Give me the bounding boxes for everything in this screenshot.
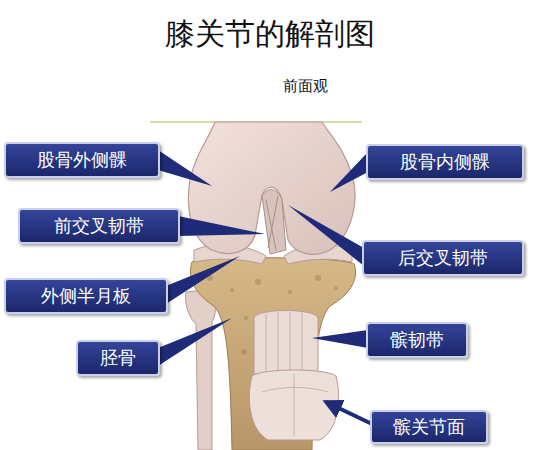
- callout-box: 股骨内侧髁: [366, 144, 524, 180]
- subtitle-block: 前面观: [240, 76, 370, 96]
- callout-tail: [158, 150, 368, 366]
- callout-label: 髌关节面: [393, 416, 465, 438]
- callout-arrow: [326, 402, 372, 424]
- callout-label: 外侧半月板: [41, 285, 131, 307]
- callout-box: 髌韧带: [366, 322, 468, 358]
- callout-box: 后交叉韧带: [362, 240, 524, 276]
- callout-box: 胫骨: [76, 340, 160, 376]
- ligament-fiber: [266, 200, 276, 250]
- callout-label: 后交叉韧带: [398, 247, 488, 269]
- title: 膝关节的解剖图: [165, 16, 375, 51]
- fibula: [185, 290, 215, 450]
- callout-label: 胫骨: [100, 347, 136, 369]
- callout-label: 股骨内侧髁: [400, 151, 490, 173]
- ligament-fiber: [266, 312, 302, 372]
- callout-label: 前交叉韧带: [54, 215, 144, 237]
- callout-label: 股骨外侧髁: [37, 149, 127, 171]
- subtitle: 前面观: [283, 77, 328, 95]
- articular-facet: [262, 374, 328, 436]
- callout-box: 前交叉韧带: [18, 208, 180, 244]
- patellar-ligament: [254, 311, 318, 375]
- callout-box: 外侧半月板: [4, 278, 168, 314]
- title-block: 膝关节的解剖图: [0, 14, 539, 55]
- tibia: [190, 258, 355, 450]
- patella: [249, 370, 338, 440]
- ligament-fiber: [268, 196, 278, 248]
- callout-box: 髌关节面: [370, 410, 488, 444]
- callout-box: 股骨外侧髁: [4, 142, 160, 178]
- callout-label: 髌韧带: [390, 329, 444, 351]
- cruciate-ligaments: [262, 190, 286, 254]
